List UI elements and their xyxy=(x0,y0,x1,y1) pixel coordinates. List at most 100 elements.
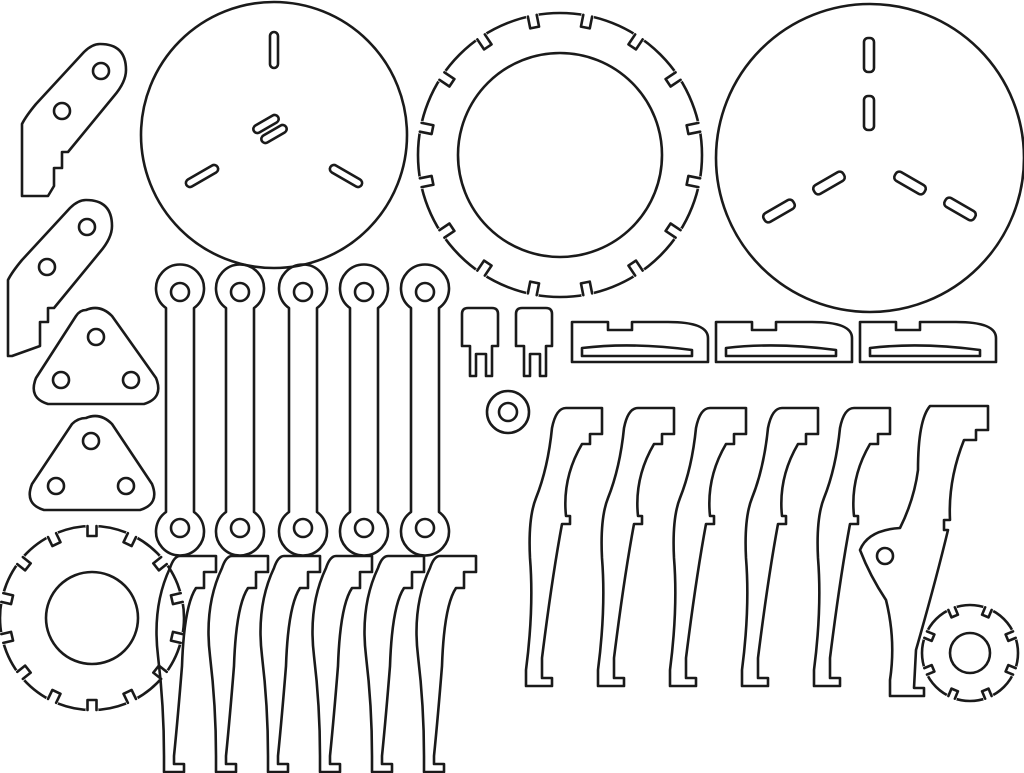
straight-link xyxy=(338,263,390,557)
tabbed-bar xyxy=(714,320,854,364)
ring-notch-gap xyxy=(633,32,645,42)
ring-notch-gap xyxy=(46,696,59,705)
ring-notch xyxy=(418,121,435,136)
ring-notch xyxy=(152,555,169,572)
triangle-plate xyxy=(32,306,160,406)
ring-notch-gap xyxy=(417,120,424,134)
ring-notch-gap xyxy=(15,555,25,567)
ring-notch-gap xyxy=(159,669,169,681)
ring-notch-gap xyxy=(0,591,6,604)
curved-leg-tall xyxy=(524,406,604,688)
straight-link xyxy=(399,263,451,557)
curved-leg-short xyxy=(363,554,426,773)
ring-notch xyxy=(685,121,702,136)
ring-notch-gap xyxy=(475,268,487,278)
arm-bracket xyxy=(6,198,114,358)
curved-leg-tall xyxy=(596,406,676,688)
ring-notch xyxy=(685,174,702,189)
ring-slots xyxy=(922,605,1018,701)
curved-leg-tall xyxy=(668,406,748,688)
large-plate-left xyxy=(139,0,409,270)
tabbed-bar xyxy=(858,320,998,364)
ring-notch xyxy=(1004,663,1017,676)
straight-link xyxy=(154,263,206,557)
ring-notch xyxy=(980,606,993,619)
ring-notch xyxy=(169,630,184,645)
ring-notch xyxy=(476,259,493,277)
ring-notch xyxy=(526,280,541,297)
ring-notch xyxy=(664,71,682,88)
ring-notch xyxy=(627,259,644,277)
washer xyxy=(485,389,531,435)
ring-notch xyxy=(579,280,594,297)
ring-notch-gap xyxy=(581,12,595,19)
curved-leg-tall xyxy=(812,406,892,688)
ring-notch xyxy=(15,664,32,681)
ring-notch xyxy=(418,174,435,189)
ring-notch-gap xyxy=(673,70,683,82)
ring-notch-gap xyxy=(178,591,185,604)
straight-link xyxy=(214,263,266,557)
curved-leg-short xyxy=(415,554,478,773)
curved-leg-short xyxy=(259,554,322,773)
ring-notch xyxy=(46,688,62,705)
ring-notch xyxy=(980,687,993,700)
ring-notch xyxy=(122,688,138,705)
curved-leg-tall xyxy=(740,406,820,688)
ring-notch-gap xyxy=(475,32,487,42)
ring-notch-gap xyxy=(125,531,138,540)
large-plate-right xyxy=(714,2,1024,314)
curved-leg-short xyxy=(155,554,218,773)
triangle-plate xyxy=(28,414,156,512)
ring-notch-gap xyxy=(159,555,169,567)
ring-notch xyxy=(152,664,169,681)
ring-notch xyxy=(122,531,138,548)
ring-notch-gap xyxy=(633,268,645,278)
slotted-ring-large xyxy=(416,11,704,299)
ring-notch xyxy=(923,630,936,643)
ring-notch xyxy=(579,13,594,30)
ring-notch xyxy=(15,555,32,572)
ring-slots xyxy=(417,12,703,298)
curved-leg-short xyxy=(311,554,374,773)
ring-notch xyxy=(627,33,644,51)
ring-notch xyxy=(1004,630,1017,643)
ring-notch-gap xyxy=(437,228,447,240)
ring-notch-gap xyxy=(46,531,59,540)
ring-notch-gap xyxy=(125,696,138,705)
ring-notch-gap xyxy=(696,120,703,134)
ring-notch xyxy=(438,71,456,88)
ring-notch xyxy=(947,687,960,700)
slotted-ring-small xyxy=(920,603,1020,703)
ring-notch xyxy=(86,698,98,712)
ring-notch-gap xyxy=(673,228,683,240)
ring-notch-gap xyxy=(581,291,595,298)
ring-notch xyxy=(0,630,15,645)
ring-notch xyxy=(526,13,541,30)
ring-notch xyxy=(0,591,15,606)
ring-slots xyxy=(0,524,185,712)
ring-notch-gap xyxy=(15,669,25,681)
ring-notch-gap xyxy=(0,632,6,645)
ring-notch xyxy=(664,222,682,239)
ring-notch-gap xyxy=(178,632,185,645)
ring-notch xyxy=(86,524,98,538)
ring-notch xyxy=(438,222,456,239)
small-peg xyxy=(514,306,554,378)
ring-notch xyxy=(46,531,62,548)
ring-notch xyxy=(476,33,493,51)
small-peg xyxy=(460,306,500,378)
tabbed-bar xyxy=(570,320,710,364)
ring-notch-gap xyxy=(525,291,539,298)
straight-link xyxy=(277,263,329,557)
ring-notch xyxy=(169,591,184,606)
ring-notch-gap xyxy=(525,12,539,19)
ring-notch-gap xyxy=(437,70,447,82)
arm-bracket xyxy=(20,42,128,198)
ring-notch-gap xyxy=(417,176,424,190)
ring-notch-gap xyxy=(696,176,703,190)
ring-notch xyxy=(947,606,960,619)
ring-notch xyxy=(923,663,936,676)
curved-leg-short xyxy=(207,554,270,773)
